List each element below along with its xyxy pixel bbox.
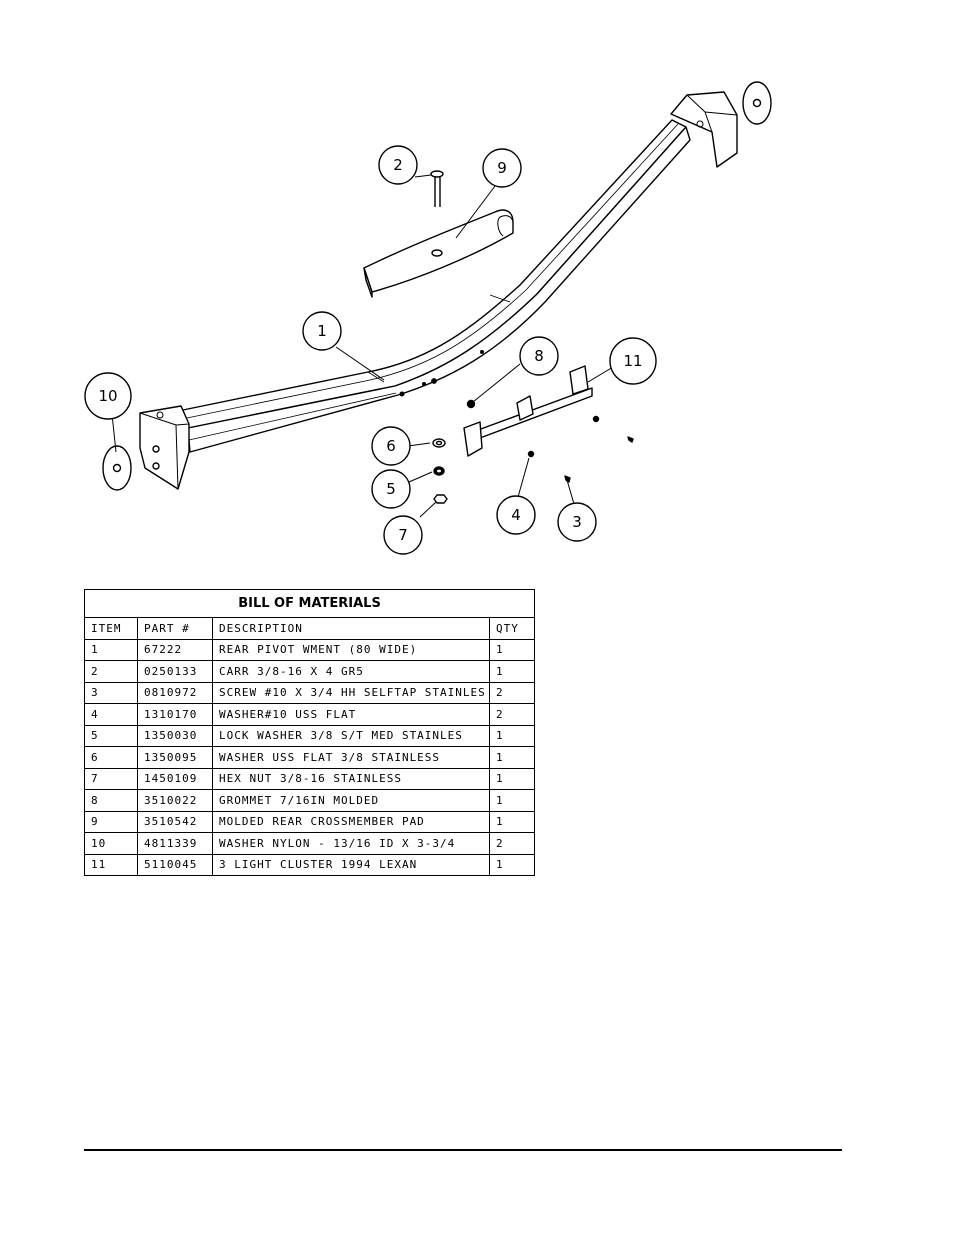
bom-header-description: DESCRIPTION: [212, 617, 490, 640]
bom-header-part: PART #: [137, 617, 213, 640]
bom-qty: 1: [488, 853, 536, 876]
callout-8-label: 8: [534, 347, 544, 365]
bom-part-number: 67222: [137, 638, 213, 661]
table-row: 4 1310170 WASHER#10 USS FLAT 2: [84, 703, 536, 726]
callout-7-label: 7: [398, 526, 408, 544]
nylon-washer-left: [102, 445, 132, 491]
callout-7: 7: [383, 515, 423, 555]
bom-qty: 1: [488, 660, 536, 683]
callout-4: 4: [496, 495, 536, 535]
table-row: 1 67222 REAR PIVOT WMENT (80 WIDE) 1: [84, 638, 536, 661]
bom-item: 5: [84, 724, 138, 747]
bom-part-number: 5110045: [137, 853, 213, 876]
table-row: 8 3510022 GROMMET 7/16IN MOLDED 1: [84, 789, 536, 812]
bom-item: 4: [84, 703, 138, 726]
bom-description: REAR PIVOT WMENT (80 WIDE): [212, 638, 490, 661]
bom-description: 3 LIGHT CLUSTER 1994 LEXAN: [212, 853, 490, 876]
callout-9: 9: [482, 148, 522, 188]
callout-6: 6: [371, 426, 411, 466]
table-row: 7 1450109 HEX NUT 3/8-16 STAINLESS 1: [84, 767, 536, 790]
callout-4-label: 4: [511, 506, 521, 524]
rear-pivot-weldment: [139, 91, 738, 490]
carriage-bolt: [430, 170, 444, 207]
callout-8: 8: [519, 336, 559, 376]
bom-qty: 1: [488, 767, 536, 790]
bom-qty: 1: [488, 638, 536, 661]
bom-description: LOCK WASHER 3/8 S/T MED STAINLES: [212, 724, 490, 747]
bom-part-number: 3510022: [137, 789, 213, 812]
leader-lines: [111, 174, 614, 518]
bom-qty: 1: [488, 724, 536, 747]
bom-part-number: 1350030: [137, 724, 213, 747]
bom-description: WASHER USS FLAT 3/8 STAINLESS: [212, 746, 490, 769]
bom-description: HEX NUT 3/8-16 STAINLESS: [212, 767, 490, 790]
bom-description: WASHER NYLON - 13/16 ID X 3-3/4: [212, 832, 490, 855]
callout-6-label: 6: [386, 437, 396, 455]
bom-description: SCREW #10 X 3/4 HH SELFTAP STAINLES: [212, 681, 490, 704]
grommet: [466, 399, 476, 409]
bom-part-number: 1350095: [137, 746, 213, 769]
table-row: 9 3510542 MOLDED REAR CROSSMEMBER PAD 1: [84, 810, 536, 833]
bom-part-number: 0810972: [137, 681, 213, 704]
bom-description: MOLDED REAR CROSSMEMBER PAD: [212, 810, 490, 833]
bom-qty: 1: [488, 746, 536, 769]
bom-item: 2: [84, 660, 138, 683]
bill-of-materials-table: BILL OF MATERIALS ITEM PART # DESCRIPTIO…: [83, 589, 536, 876]
bom-header-qty: QTY: [488, 617, 536, 640]
bom-item: 10: [84, 832, 138, 855]
exploded-assembly-drawing: 1 2 3 4 5 6 7 8 9 10 11: [84, 81, 772, 555]
lock-washer: [433, 466, 445, 476]
nylon-washer-right: [742, 81, 772, 125]
callout-5: 5: [371, 469, 411, 509]
callout-10-label: 10: [98, 387, 117, 405]
table-row: 11 5110045 3 LIGHT CLUSTER 1994 LEXAN 1: [84, 853, 536, 876]
footer-divider: [84, 1149, 842, 1151]
bom-description: GROMMET 7/16IN MOLDED: [212, 789, 490, 812]
bom-part-number: 1450109: [137, 767, 213, 790]
bom-item: 7: [84, 767, 138, 790]
bom-item: 6: [84, 746, 138, 769]
hex-nut: [433, 494, 448, 504]
callout-3-label: 3: [572, 513, 582, 531]
callout-1: 1: [302, 311, 342, 351]
bom-part-number: 1310170: [137, 703, 213, 726]
table-row: 6 1350095 WASHER USS FLAT 3/8 STAINLESS …: [84, 746, 536, 769]
bom-part-number: 4811339: [137, 832, 213, 855]
table-row: 10 4811339 WASHER NYLON - 13/16 ID X 3-3…: [84, 832, 536, 855]
callout-11: 11: [609, 337, 657, 385]
callout-10: 10: [84, 372, 132, 420]
callout-3: 3: [557, 502, 597, 542]
callout-5-label: 5: [386, 480, 396, 498]
callout-1-label: 1: [317, 322, 327, 340]
callout-2: 2: [378, 145, 418, 185]
bom-item: 1: [84, 638, 138, 661]
selftap-screws: [564, 436, 634, 483]
crossmember-pad: [363, 209, 514, 298]
light-cluster: [463, 365, 593, 457]
bom-item: 11: [84, 853, 138, 876]
bom-description: WASHER#10 USS FLAT: [212, 703, 490, 726]
bom-item: 8: [84, 789, 138, 812]
table-row: 5 1350030 LOCK WASHER 3/8 S/T MED STAINL…: [84, 724, 536, 747]
table-row: 3 0810972 SCREW #10 X 3/4 HH SELFTAP STA…: [84, 681, 536, 704]
bom-title: BILL OF MATERIALS: [83, 589, 536, 618]
bom-item: 3: [84, 681, 138, 704]
bom-qty: 2: [488, 681, 536, 704]
bom-header-item: ITEM: [84, 617, 138, 640]
bom-part-number: 3510542: [137, 810, 213, 833]
bom-qty: 2: [488, 832, 536, 855]
bom-qty: 1: [488, 789, 536, 812]
flat-washer: [432, 438, 446, 448]
callout-11-label: 11: [623, 352, 642, 370]
bom-part-number: 0250133: [137, 660, 213, 683]
table-row: 2 0250133 CARR 3/8-16 X 4 GR5 1: [84, 660, 536, 683]
callout-9-label: 9: [497, 159, 507, 177]
bom-qty: 1: [488, 810, 536, 833]
bom-item: 9: [84, 810, 138, 833]
washers-10: [527, 415, 600, 458]
bom-description: CARR 3/8-16 X 4 GR5: [212, 660, 490, 683]
callout-2-label: 2: [393, 156, 403, 174]
bom-header-row: ITEM PART # DESCRIPTION QTY: [84, 617, 536, 640]
bom-qty: 2: [488, 703, 536, 726]
